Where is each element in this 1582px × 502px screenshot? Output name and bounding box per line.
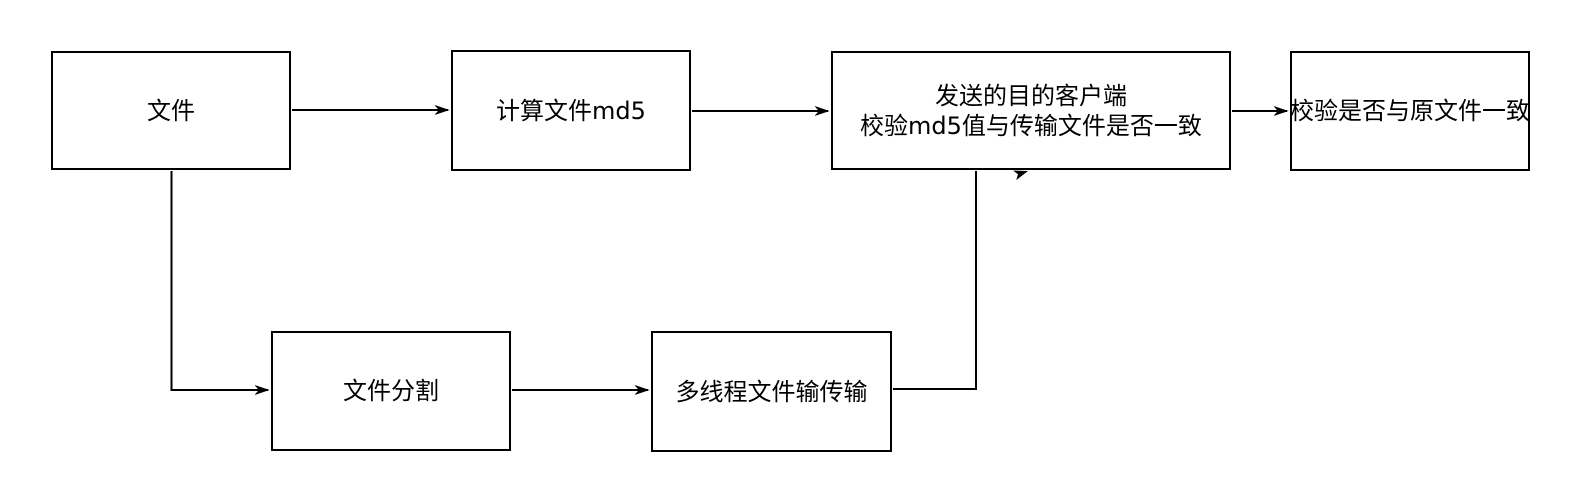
node-calc-md5: 计算文件md5 [451,50,691,171]
node-multithread-transfer-label: 多线程文件输传输 [675,377,868,406]
node-multithread-transfer: 多线程文件输传输 [651,331,892,452]
node-calc-md5-label: 计算文件md5 [496,96,646,125]
arrow-file-to-file-split [170,171,269,390]
node-verify-original: 校验是否与原文件一致 [1290,51,1530,171]
arrowhead-icon [1013,170,1028,181]
node-file-split-label: 文件分割 [343,377,439,405]
node-dest-client-verify-line1: 发送的目的客户端 [935,81,1127,110]
node-dest-client-verify: 发送的目的客户端 校验md5值与传输文件是否一致 [831,51,1231,170]
node-dest-client-verify-line2: 校验md5值与传输文件是否一致 [860,111,1202,140]
node-file-label: 文件 [147,96,195,125]
node-file: 文件 [51,51,291,170]
node-file-split: 文件分割 [271,331,511,451]
node-verify-original-label: 校验是否与原文件一致 [1290,97,1530,125]
line-multithread-to-dest-client [893,171,977,390]
